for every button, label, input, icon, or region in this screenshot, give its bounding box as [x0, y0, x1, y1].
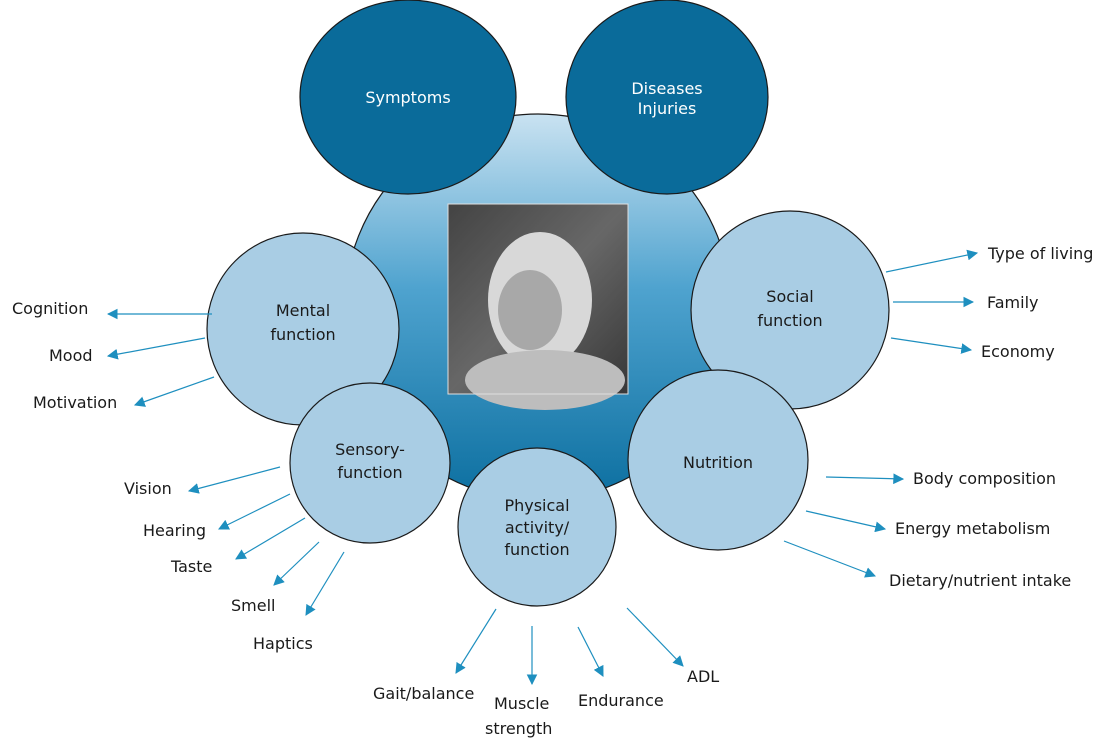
- label-family: Family: [987, 293, 1038, 312]
- label-endurance: Endurance: [578, 691, 664, 710]
- arrow-body-composition: [825, 473, 905, 485]
- arrow-smell: [273, 541, 320, 586]
- arrow-motivation: [133, 376, 215, 407]
- arrow-mood: [106, 337, 206, 360]
- arrow-hearing: [218, 493, 291, 530]
- label-energy-metabolism: Energy metabolism: [895, 519, 1050, 538]
- label-type-of-living: Type of living: [987, 244, 1093, 263]
- arrow-dietary-intake: [783, 540, 877, 578]
- diseases-label: Diseases: [631, 79, 702, 98]
- sensory-function-circle: Sensory- function: [289, 382, 451, 544]
- mental-title-1: Mental: [276, 301, 330, 320]
- label-motivation: Motivation: [33, 393, 117, 412]
- arrow-adl: [626, 607, 684, 667]
- arrow-vision: [187, 466, 281, 494]
- arrow-type-of-living: [885, 249, 979, 273]
- arrow-taste: [235, 517, 306, 560]
- label-haptics: Haptics: [253, 634, 313, 653]
- arrow-economy: [890, 337, 973, 354]
- mental-title-2: function: [270, 325, 335, 344]
- social-title-2: function: [757, 311, 822, 330]
- label-dietary-intake: Dietary/nutrient intake: [889, 571, 1071, 590]
- label-adl: ADL: [687, 667, 719, 686]
- label-cognition: Cognition: [12, 299, 88, 318]
- arrow-energy-metabolism: [805, 510, 887, 533]
- physical-title-3: function: [504, 540, 569, 559]
- portrait-photo: [447, 203, 629, 410]
- label-economy: Economy: [981, 342, 1055, 361]
- mental-function-circle: Mental function: [206, 232, 400, 426]
- label-muscle: Muscle: [494, 694, 549, 713]
- label-gait-balance: Gait/balance: [373, 684, 474, 703]
- arrow-haptics: [305, 551, 345, 616]
- label-vision: Vision: [124, 479, 172, 498]
- physical-title-1: Physical: [504, 496, 569, 515]
- sensory-title-2: function: [337, 463, 402, 482]
- label-smell: Smell: [231, 596, 275, 615]
- nutrition-circle: Nutrition: [627, 369, 809, 551]
- label-hearing: Hearing: [143, 521, 206, 540]
- physical-title-2: activity/: [505, 518, 570, 537]
- label-mood: Mood: [49, 346, 93, 365]
- nutrition-title: Nutrition: [683, 453, 753, 472]
- injuries-label: Injuries: [638, 99, 697, 118]
- symptoms-label: Symptoms: [365, 88, 450, 107]
- label-taste: Taste: [170, 557, 212, 576]
- label-strength: strength: [485, 719, 552, 738]
- label-body-composition: Body composition: [913, 469, 1056, 488]
- diseases-injuries-circle: Diseases Injuries: [565, 0, 769, 195]
- sensory-title-1: Sensory-: [335, 440, 405, 459]
- arrow-endurance: [577, 626, 604, 677]
- symptoms-circle: Symptoms: [299, 0, 517, 195]
- social-title-1: Social: [766, 287, 813, 306]
- social-function-circle: Social function: [690, 210, 890, 410]
- physical-activity-circle: Physical activity/ function: [457, 447, 617, 607]
- arrow-gait-balance: [455, 608, 497, 674]
